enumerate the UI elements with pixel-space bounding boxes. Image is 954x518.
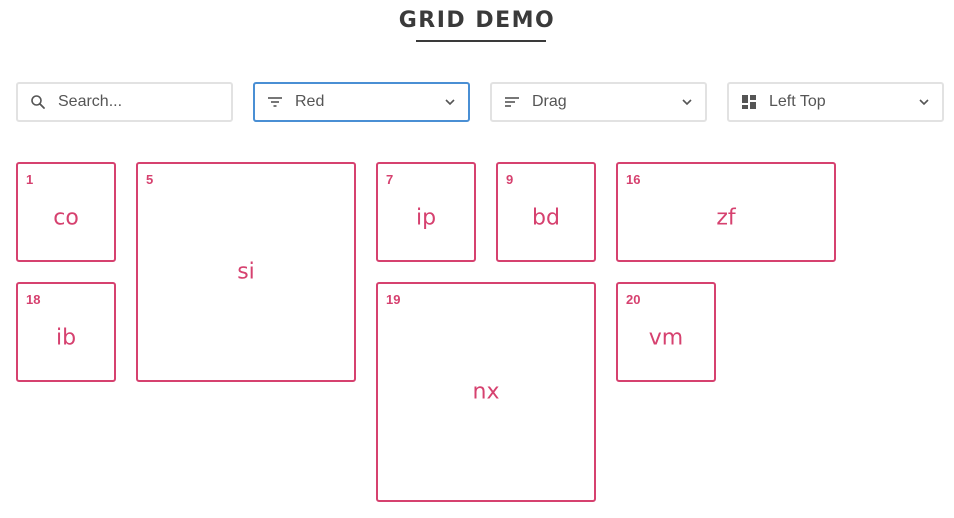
- grid-item-number: 20: [626, 292, 641, 307]
- search-field[interactable]: [16, 82, 233, 122]
- grid-item[interactable]: 16 zf: [616, 162, 836, 262]
- chevron-down-icon: [445, 99, 455, 106]
- grid-item-label: co: [53, 205, 79, 231]
- grid-item-label: ip: [415, 205, 437, 231]
- grid-item-number: 5: [146, 172, 154, 187]
- grid-item-label: nx: [472, 379, 500, 405]
- page-title: GRID DEMO: [398, 8, 556, 33]
- filter-select[interactable]: Red: [253, 82, 470, 122]
- layout-select-value: Left Top: [769, 93, 826, 110]
- grid-item-number: 7: [386, 172, 394, 187]
- grid-item-label: ib: [55, 325, 77, 351]
- grid-item[interactable]: 20 vm: [616, 282, 716, 382]
- sort-icon: [505, 97, 519, 107]
- sort-select-value: Drag: [532, 93, 567, 110]
- grid-item[interactable]: 7 ip: [376, 162, 476, 262]
- grid-item[interactable]: 19 nx: [376, 282, 596, 502]
- grid-item-number: 1: [26, 172, 34, 187]
- filter-select-value: Red: [295, 93, 325, 110]
- grid-item-number: 19: [386, 292, 401, 307]
- sort-select[interactable]: Drag: [490, 82, 707, 122]
- grid-item[interactable]: 1 co: [16, 162, 116, 262]
- grid-item[interactable]: 5 si: [136, 162, 356, 382]
- title-underline: [416, 40, 546, 42]
- grid-item-label: zf: [716, 205, 736, 231]
- layout-icon: [742, 95, 756, 109]
- chevron-down-icon: [919, 99, 929, 106]
- grid-item-number: 18: [26, 292, 41, 307]
- grid-item-number: 9: [506, 172, 514, 187]
- grid-item-label: si: [237, 259, 255, 285]
- grid-item[interactable]: 9 bd: [496, 162, 596, 262]
- filter-icon: [268, 97, 282, 107]
- layout-select[interactable]: Left Top: [727, 82, 944, 122]
- search-input[interactable]: [58, 90, 218, 114]
- chevron-down-icon: [682, 99, 692, 106]
- grid-item-number: 16: [626, 172, 641, 187]
- grid-item[interactable]: 18 ib: [16, 282, 116, 382]
- grid-item-label: vm: [648, 325, 684, 351]
- grid-item-label: bd: [532, 205, 560, 231]
- search-icon: [31, 95, 45, 109]
